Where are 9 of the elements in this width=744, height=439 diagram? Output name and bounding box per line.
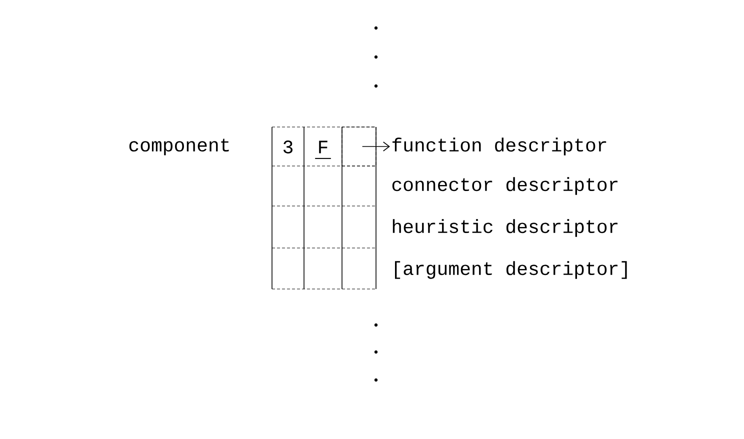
descriptor-label: function descriptor: [392, 138, 606, 156]
descriptor-label: connector descriptor: [392, 177, 618, 195]
cell-value: 3: [284, 140, 292, 154]
descriptor-label: heuristic descriptor: [392, 219, 618, 237]
descriptor-label: [argument descriptor]: [395, 261, 627, 279]
table-cell: [342, 126, 376, 166]
row-label: component: [129, 138, 229, 156]
underlined-cell-value: F: [314, 140, 332, 159]
arrow: [362, 142, 390, 152]
